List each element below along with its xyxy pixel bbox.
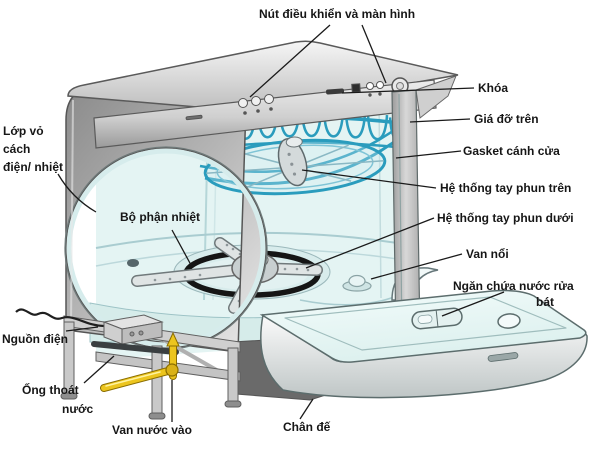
- label-lower-spray-arm: Hệ thống tay phun dưới: [437, 211, 574, 225]
- label-door-gasket: Gasket cánh cửa: [463, 144, 560, 158]
- leader-control-right: [361, 24, 387, 84]
- label-upper-spray-arm: Hệ thống tay phun trên: [440, 181, 572, 195]
- label-insulation-line1: Lớp vỏ: [3, 124, 44, 138]
- label-drain-pipe-line1: Ống thoát: [22, 383, 79, 397]
- leader-upper-spray: [301, 169, 437, 189]
- label-insulation-line3: điện/ nhiệt: [3, 160, 63, 174]
- leader-door-gasket: [395, 150, 462, 159]
- inlet-valve-knob: [165, 363, 179, 377]
- open-door: [259, 289, 588, 399]
- power-supply-box: [102, 314, 164, 345]
- label-drain-pipe-line2: nước: [62, 402, 94, 416]
- leader-power: [65, 326, 99, 332]
- label-power-source: Nguồn điện: [2, 332, 68, 346]
- door-latch: [326, 88, 345, 95]
- control-panel: [93, 77, 437, 149]
- label-detergent-line1: Ngăn chứa nước rửa: [453, 279, 574, 293]
- rinse-aid-knob: [497, 313, 521, 329]
- leader-heater: [171, 229, 192, 266]
- float-valve-dome: [342, 274, 372, 292]
- label-heating-element: Bộ phận nhiệt: [120, 210, 200, 224]
- label-water-inlet-valve: Van nước vào: [112, 423, 192, 437]
- label-insulation-line2: cách: [3, 142, 31, 156]
- door-vent-slot: [487, 352, 519, 362]
- leader-base: [299, 398, 314, 420]
- label-float-valve: Van nổi: [466, 247, 509, 261]
- leader-upper-rack: [409, 118, 471, 123]
- label-base-feet: Chân đế: [283, 420, 331, 434]
- leader-detergent: [441, 291, 505, 317]
- leader-drain: [83, 355, 115, 384]
- leader-lock: [341, 87, 475, 94]
- drain-hose: [91, 341, 179, 355]
- water-inlet-pipe: [100, 331, 180, 392]
- control-buttons: [185, 77, 409, 121]
- label-control-panel: Nút điều khiển và màn hình: [259, 7, 416, 21]
- leader-lower-spray: [305, 217, 435, 269]
- leader-float-valve: [370, 253, 463, 280]
- power-cord: [15, 308, 105, 328]
- leader-control-left: [249, 24, 331, 98]
- leader-lines: [57, 24, 505, 422]
- label-upper-rack: Giá đỡ trên: [474, 112, 539, 126]
- label-lock: Khóa: [478, 81, 508, 95]
- leader-insulation: [57, 173, 97, 213]
- upper-spray-arm: [203, 136, 387, 196]
- label-detergent-line2: bát: [536, 295, 554, 309]
